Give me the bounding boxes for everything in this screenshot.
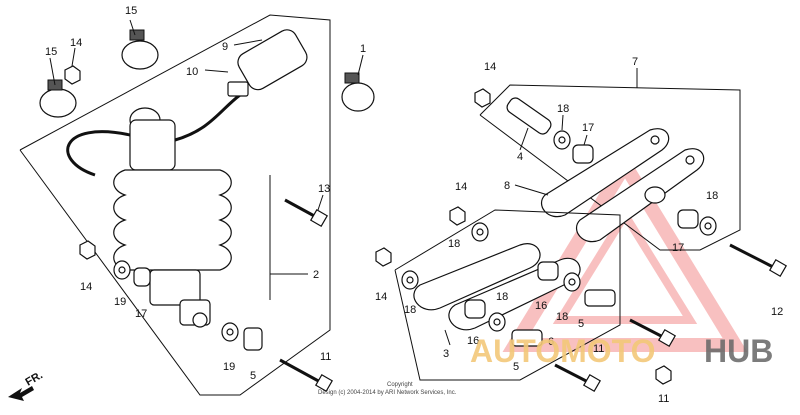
bushing-18e [563,272,581,292]
bushing-18d [401,270,419,290]
label-18d: 18 [404,304,416,316]
collar-17b [572,144,594,164]
label-7: 7 [632,56,638,68]
copyright-title: Copyright [387,382,413,388]
collar-16a [537,261,559,281]
label-18f: 18 [496,291,508,303]
bolt-12 [729,243,788,278]
label-19b: 19 [223,361,235,373]
label-12: 12 [771,306,783,318]
bushing-19b [221,322,239,342]
watermark-logo [502,151,748,352]
label-17c: 17 [672,242,684,254]
front-arrow-label: FR. [24,369,45,388]
collar-17a [133,267,151,287]
label-19a: 19 [114,296,126,308]
bushing-18b [699,216,717,236]
collar-5a [243,327,263,351]
nut-14c [474,88,491,108]
label-5b: 5 [578,318,584,330]
label-11b-top: 11 [593,343,604,355]
collar-5b [584,289,616,307]
bolt-11b [554,363,602,393]
watermark-text-2: HUB [704,333,773,369]
bushing-18a [553,130,571,150]
hose-clamp-upper [121,29,159,70]
label-17b: 17 [582,122,594,134]
label-16a: 16 [535,300,547,312]
collar-4 [506,97,552,135]
label-9: 9 [222,41,228,53]
front-arrow: FR. [8,369,45,401]
bolt-13 [284,198,329,228]
nut-14e [375,247,392,267]
collar-17c [677,209,699,229]
label-14d: 14 [455,181,467,193]
nut-14d [449,206,466,226]
nut-14b [79,240,96,260]
collar-16b [464,299,486,319]
label-18b: 18 [706,190,718,202]
label-10: 10 [186,66,198,78]
arm-plate [540,128,705,243]
label-5c: 5 [513,361,519,373]
label-5a: 5 [250,370,256,382]
label-1: 1 [360,43,366,55]
nut-14a [64,65,81,85]
label-17a: 17 [135,308,147,320]
label-15b: 15 [45,46,57,58]
shock-absorber [66,93,241,328]
bushing-19a [113,260,131,280]
bushing-18f [488,312,506,332]
label-18c: 18 [448,238,460,250]
label-14c: 14 [484,61,496,73]
copyright-line: Design (c) 2004-2014 by ARI Network Serv… [318,390,457,396]
reservoir [227,29,308,97]
label-14b: 14 [80,281,92,293]
label-4: 4 [517,151,523,163]
label-15a: 15 [125,5,137,17]
label-6: 6 [548,336,554,348]
bolt-11a [279,358,334,393]
hose-clamp-lower [39,79,77,118]
label-11c: 11 [658,393,669,405]
label-18e: 18 [556,311,568,323]
collar-5c [511,329,543,347]
watermark-text-1: AUTOMOTO [470,333,655,369]
label-14e: 14 [375,291,387,303]
hose-clamp-1 [341,72,375,112]
bushing-18c [471,222,489,242]
label-3: 3 [443,348,449,360]
label-2: 2 [313,269,319,281]
label-18a: 18 [557,103,569,115]
label-11a: 11 [320,351,331,363]
label-13: 13 [318,183,330,195]
label-16b: 16 [467,335,479,347]
label-8: 8 [504,180,510,192]
bolt-6 [629,318,677,385]
label-14a: 14 [70,37,82,49]
